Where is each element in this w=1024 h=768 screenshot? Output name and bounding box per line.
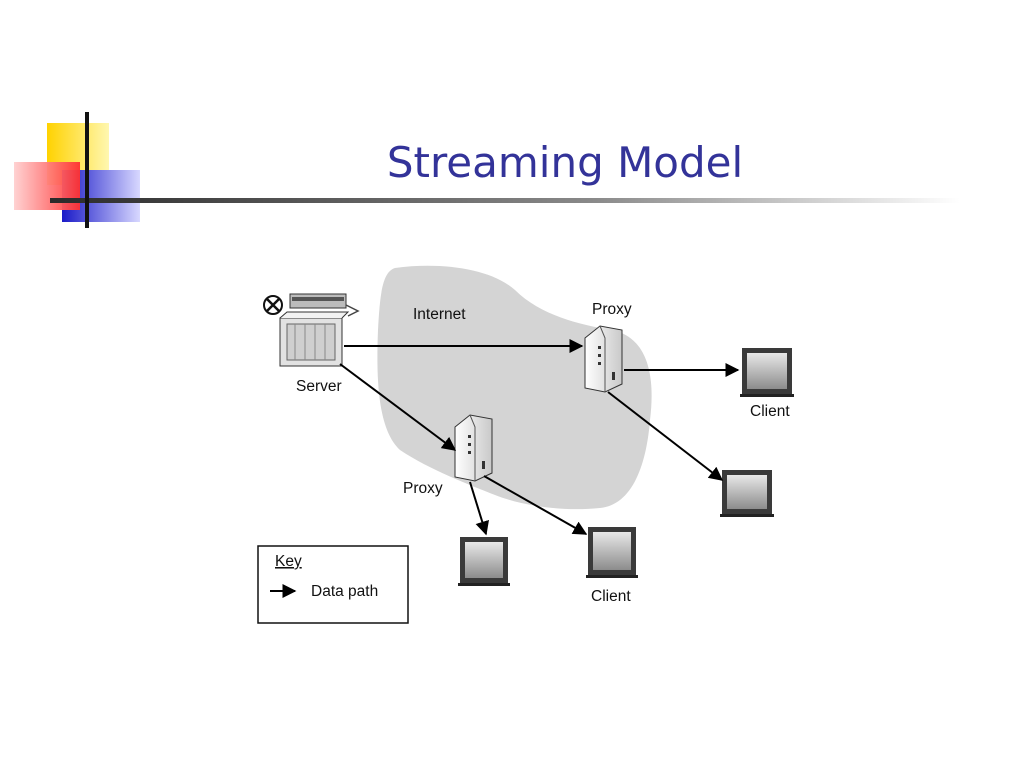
data-path-arrow [339, 363, 457, 451]
title-rule [50, 198, 960, 203]
key-title: Key [275, 553, 302, 570]
deco-vertical-line [85, 112, 89, 228]
client-monitor-icon [586, 527, 638, 578]
client-monitor-icon [720, 470, 774, 517]
data-path-arrow [607, 391, 724, 481]
proxy-top-label: Proxy [592, 301, 632, 318]
server-icon [263, 293, 360, 367]
proxy-bottom-label: Proxy [403, 480, 443, 497]
client-monitor-icon [740, 348, 794, 397]
title-decoration [14, 112, 960, 228]
server-label: Server [296, 378, 342, 395]
key-legend: Key Data path [257, 545, 409, 624]
data-path-arrow [469, 481, 489, 536]
data-path-arrow [483, 475, 588, 535]
client-monitor-icon [458, 537, 510, 586]
proxy-top-icon [584, 325, 623, 393]
page-title: Streaming Model [386, 138, 744, 187]
client-bottom-label: Client [591, 588, 631, 605]
client-top-label: Client [750, 403, 790, 420]
key-entry-label: Data path [311, 583, 378, 600]
internet-label: Internet [413, 306, 466, 323]
proxy-bottom-icon [454, 414, 493, 482]
